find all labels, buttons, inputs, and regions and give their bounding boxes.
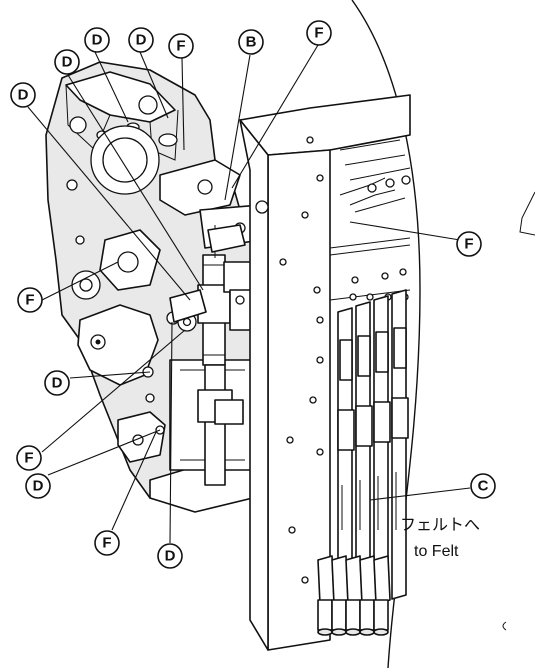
svg-text:F: F: [176, 38, 185, 55]
callout-f5: F: [16, 445, 42, 471]
svg-text:F: F: [24, 450, 33, 467]
callout-f1: F: [168, 33, 194, 59]
svg-text:D: D: [33, 478, 44, 495]
svg-text:D: D: [18, 87, 29, 104]
callout-d7: D: [157, 543, 183, 569]
far-right-partial-part: [519, 191, 535, 236]
head-frame: [239, 94, 411, 651]
leader-lines: [27, 44, 471, 544]
callout-f2: F: [306, 20, 332, 46]
callout-c1: C: [470, 473, 496, 499]
svg-text:F: F: [25, 292, 34, 309]
svg-text:D: D: [62, 54, 73, 71]
svg-text:D: D: [165, 548, 176, 565]
svg-text:D: D: [52, 375, 63, 392]
callout-f3: F: [456, 231, 482, 257]
svg-text:C: C: [478, 478, 489, 495]
callout-f6: F: [94, 530, 120, 556]
bottom-right-fragment: [502, 621, 507, 631]
callout-d5: D: [44, 370, 70, 396]
callout-b1: B: [238, 29, 264, 55]
callout-d3: D: [54, 49, 80, 75]
needle-bar-assembly: [166, 224, 265, 486]
caption-japanese: フェルトへ: [400, 517, 480, 534]
callout-d1: D: [84, 27, 110, 53]
svg-text:F: F: [102, 535, 111, 552]
svg-text:D: D: [92, 32, 103, 49]
callout-f4: F: [17, 287, 43, 313]
callout-d4: D: [10, 82, 36, 108]
callout-d6: D: [25, 473, 51, 499]
svg-text:F: F: [314, 25, 323, 42]
callout-d2: D: [128, 27, 154, 53]
svg-text:D: D: [136, 32, 147, 49]
caption-english: to Felt: [414, 543, 459, 560]
svg-text:F: F: [464, 236, 473, 253]
needle-bars: [317, 289, 409, 636]
svg-text:B: B: [246, 34, 257, 51]
